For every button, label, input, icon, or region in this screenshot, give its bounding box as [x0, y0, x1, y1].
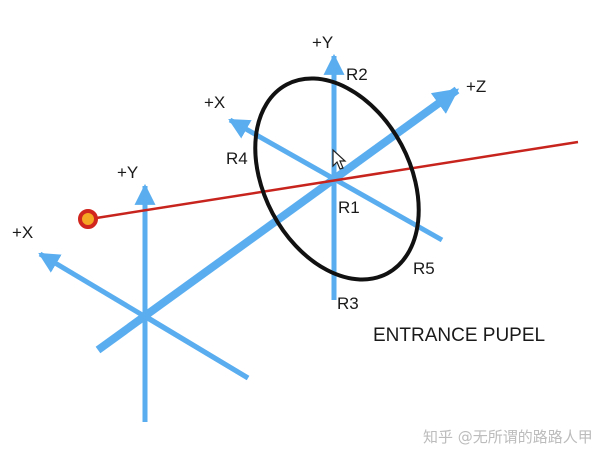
left-x-label: +X	[12, 223, 33, 242]
source-point-icon	[78, 209, 98, 229]
r3-label: R3	[337, 294, 359, 313]
cursor-icon	[332, 148, 347, 170]
left-x-axis-tail	[143, 313, 250, 381]
z-label: +Z	[466, 77, 486, 96]
left-y-label: +Y	[117, 163, 138, 182]
r1-label: R1	[338, 198, 360, 217]
r4-label: R4	[226, 149, 248, 168]
watermark: 知乎 @无所谓的路路人甲	[423, 428, 593, 446]
r2-label: R2	[346, 65, 368, 84]
pupil-y-label: +Y	[312, 33, 333, 52]
chief-ray	[89, 140, 579, 221]
entrance-pupil-ellipse	[253, 76, 421, 282]
entrance-pupil-caption: ENTRANCE PUPEL	[373, 325, 545, 346]
pupil-x-label: +X	[204, 93, 225, 112]
r5-label: R5	[413, 259, 435, 278]
